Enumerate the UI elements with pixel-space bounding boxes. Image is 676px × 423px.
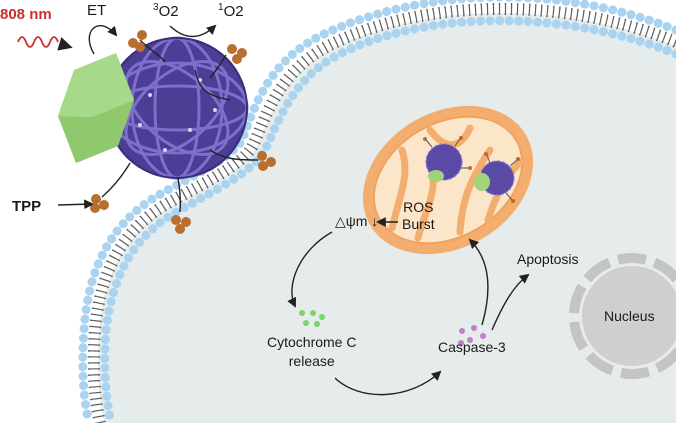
cytochrome-line2: release xyxy=(288,353,335,369)
laser-wave-icon xyxy=(17,36,59,48)
et-label: ET xyxy=(87,2,107,19)
et-arrow xyxy=(88,25,118,55)
singlet-oxygen-label: 1O2 xyxy=(218,2,244,20)
nanoparticle-icon xyxy=(105,36,249,180)
triplet-oxygen-label: 3O2 xyxy=(153,2,179,20)
tpp-arrow xyxy=(57,199,94,210)
nucleus xyxy=(569,253,676,379)
caspase-to-apoptosis-arrow xyxy=(491,273,530,331)
cell-membrane xyxy=(87,3,676,423)
cytochrome-to-caspase-arrow xyxy=(334,370,442,396)
tpp-linkers xyxy=(101,39,259,213)
mitochondrion-icon xyxy=(362,105,534,255)
cytochrome-label: Cytochrome C release xyxy=(267,333,356,371)
nanosheet xyxy=(58,53,134,163)
nucleus-label: Nucleus xyxy=(604,308,655,324)
apoptosis-label: Apoptosis xyxy=(517,251,579,267)
caspase-to-ros-arrow xyxy=(468,238,489,326)
membrane-potential-label: △ψm ↓ xyxy=(335,213,379,229)
cytochrome-dots xyxy=(299,310,325,327)
ros-burst-label: ROS Burst xyxy=(402,199,435,233)
caspase-dots xyxy=(458,325,486,346)
laser-arrow xyxy=(57,37,73,51)
cytochrome-line1: Cytochrome C xyxy=(267,334,357,350)
tpp-label: TPP xyxy=(12,198,42,215)
ros-line1: ROS xyxy=(403,199,434,215)
oxygen-arrow xyxy=(169,24,217,38)
caspase-label: Caspase-3 xyxy=(438,339,506,355)
laser-label: 808 nm xyxy=(0,6,52,23)
ros-line2: Burst xyxy=(402,216,435,232)
dpsi-to-cytochrome-arrow xyxy=(287,231,333,308)
membrane-beads xyxy=(78,0,676,423)
